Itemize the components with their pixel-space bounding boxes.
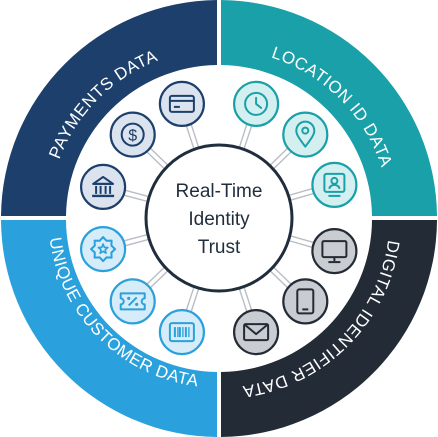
quadrant-payments xyxy=(1,0,217,216)
envelope-icon-glyph xyxy=(243,323,270,342)
map-pin-icon xyxy=(282,111,329,158)
credit-card-icon xyxy=(158,80,205,128)
quadrant-digital-identifier xyxy=(221,220,437,437)
connector-line xyxy=(149,269,169,289)
center-line-3: Trust xyxy=(198,237,241,258)
badge-star-icon-glyph xyxy=(90,236,117,263)
svg-text:$: $ xyxy=(128,128,137,145)
icon-node-circle xyxy=(311,228,358,275)
monitor-icon xyxy=(311,228,358,275)
connector-line xyxy=(289,235,315,244)
connector-line xyxy=(288,239,313,249)
id-profile-icon xyxy=(311,161,358,208)
quadrant-unique-customer xyxy=(1,220,217,437)
connector-line xyxy=(190,123,200,149)
icon-node-circle xyxy=(158,80,205,128)
monitor-icon-glyph xyxy=(321,240,348,264)
icon-nodes: $ xyxy=(79,80,358,356)
barcode-icon xyxy=(158,309,205,356)
connector-line xyxy=(243,125,253,150)
tablet-icon-glyph xyxy=(296,288,315,315)
connector-line xyxy=(123,233,148,242)
connector-line xyxy=(190,287,200,313)
connector-line xyxy=(272,151,292,170)
center-circle xyxy=(144,143,294,293)
icon-node-circle xyxy=(158,309,205,356)
bank-icon-glyph xyxy=(92,175,115,198)
connector-line xyxy=(185,125,195,150)
connector-line xyxy=(149,147,169,167)
connector-line xyxy=(272,266,292,285)
discount-coupon-icon xyxy=(109,278,156,325)
icon-node-circle xyxy=(233,309,280,356)
connector-line xyxy=(238,287,248,313)
icon-node-circle xyxy=(79,226,127,273)
connector-line xyxy=(185,286,195,311)
connector-line xyxy=(243,286,253,311)
connector-line xyxy=(238,123,248,149)
connector-line xyxy=(124,238,150,247)
connector-line xyxy=(289,192,315,201)
connector-line xyxy=(146,266,166,285)
envelope-icon xyxy=(233,309,280,356)
tablet-icon xyxy=(282,278,329,325)
quadrant-location xyxy=(221,0,437,216)
connector-line xyxy=(123,194,148,203)
discount-coupon-icon-glyph xyxy=(119,292,146,311)
connector-line xyxy=(288,187,313,197)
icon-node-circle xyxy=(79,163,127,210)
credit-card-icon-glyph xyxy=(168,94,195,113)
map-pin-icon-glyph xyxy=(295,120,316,148)
dollar-coin-icon: $ xyxy=(109,111,156,158)
clock-icon-glyph xyxy=(244,91,269,116)
connector-line xyxy=(146,151,166,170)
badge-star-icon xyxy=(79,226,127,273)
bank-icon xyxy=(79,163,127,210)
barcode-icon-glyph xyxy=(168,322,195,343)
clock-icon xyxy=(233,80,280,128)
id-profile-icon-glyph xyxy=(323,172,346,197)
center-line-2: Identity xyxy=(188,209,250,230)
connector-line xyxy=(269,269,289,289)
icon-node-circle xyxy=(282,278,329,325)
dollar-coin-icon-glyph: $ xyxy=(120,122,145,147)
connector-line xyxy=(124,189,150,198)
center-line-1: Real-Time xyxy=(176,181,263,202)
connector-line xyxy=(269,147,289,167)
icon-node-circle xyxy=(109,111,156,158)
connector-lines xyxy=(123,123,315,313)
